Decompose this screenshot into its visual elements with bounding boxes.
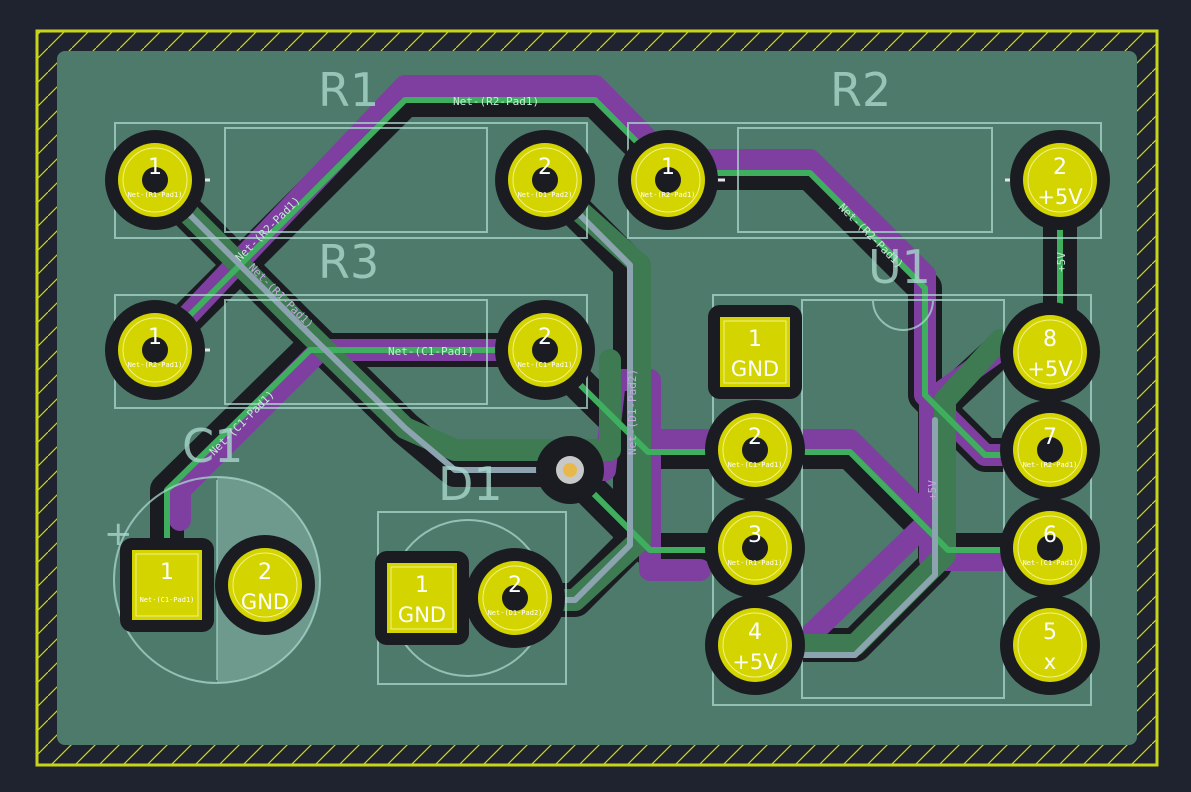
u1-label: U1 (868, 240, 931, 294)
front-trace-c1-pad1 (164, 347, 1053, 583)
pad-net-label: Net-(C1-Pad1) (140, 596, 195, 604)
pad-net-label: GND (398, 603, 446, 627)
via[interactable] (536, 436, 604, 504)
component-labels: R1 R2 R3 C1 D1 U1 + (104, 63, 931, 554)
pad-net-label: Net-(C1-Pad1) (518, 361, 573, 369)
pad-net-label: Net-(R2-Pad1) (1023, 461, 1078, 469)
pad-net-label: Net-(R1-Pad1) (128, 191, 183, 199)
pad-number: 2 (538, 155, 552, 180)
pad-net-label: +5V (732, 650, 778, 674)
pad-net-label: Net-(D1-Pad2) (518, 191, 573, 199)
pad-number: 1 (415, 573, 429, 598)
pad-number: 1 (661, 155, 675, 180)
ratsnest-u1 (752, 417, 938, 658)
pad-number: 1 (148, 325, 162, 350)
pad-r2-p2[interactable]: 2+5V (1010, 130, 1110, 230)
pad-u1-p4[interactable]: 4+5V (705, 595, 805, 695)
pad-number: 1 (148, 155, 162, 180)
pad-number: 6 (1043, 523, 1057, 548)
pad-number: 3 (748, 523, 762, 548)
pad-net-label: Net-(D1-Pad2) (488, 609, 543, 617)
pad-number: 1 (160, 560, 174, 585)
pad-u1-p5[interactable]: 5x (1000, 595, 1100, 695)
pad-net-label: Net-(R2-Pad1) (128, 361, 183, 369)
pad-net-label: Net-(C1-Pad1) (1023, 559, 1078, 567)
pad-number: 2 (1053, 155, 1067, 180)
d1-label: D1 (438, 457, 503, 511)
pad-net-label: Net-(C1-Pad1) (728, 461, 783, 469)
pad-number: 1 (748, 327, 762, 352)
front-trace-r2-pad1 (152, 97, 1053, 458)
ratsnest-r1 (152, 177, 573, 473)
pad-number: 2 (538, 325, 552, 350)
r3-label: R3 (318, 235, 379, 289)
pad-number: 8 (1043, 327, 1057, 352)
pad-net-label: GND (731, 357, 779, 381)
pad-net-label: Net-(R1-Pad1) (728, 559, 783, 567)
pad-number: 4 (748, 620, 762, 645)
front-track-u1-5v (744, 329, 1011, 656)
pad-net-label: +5V (1037, 185, 1083, 209)
pad-net-label: x (1044, 650, 1056, 674)
net-label-r2-pad1-top: Net-(R2-Pad1) (453, 95, 539, 108)
net-label-5v-right: +5V (1055, 252, 1068, 272)
c1-outline (113, 476, 321, 684)
net-label-d1-pad2-v: Net-(D1-Pad2) (626, 369, 639, 455)
pads-layer: 1Net-(R1-Pad1)2Net-(D1-Pad2)1Net-(R2-Pad… (105, 130, 1110, 695)
u1-outline (712, 294, 1092, 706)
net-label-5v-u1: +5V (926, 480, 939, 500)
r1-label: R1 (318, 63, 379, 117)
pad-number: 2 (508, 573, 522, 598)
pad-number: 5 (1043, 620, 1057, 645)
c1-label: C1 (182, 419, 243, 473)
pad-u1-p8[interactable]: 8+5V (1000, 302, 1100, 402)
net-label-c1-pad1-h: Net-(C1-Pad1) (388, 345, 474, 358)
r2-label: R2 (830, 63, 891, 117)
pad-net-label: GND (241, 590, 289, 614)
pad-number: 7 (1043, 425, 1057, 450)
pad-number: 2 (748, 425, 762, 450)
pad-net-label: Net-(R2-Pad1) (641, 191, 696, 199)
pad-number: 2 (258, 560, 272, 585)
pad-net-label: +5V (1027, 357, 1073, 381)
